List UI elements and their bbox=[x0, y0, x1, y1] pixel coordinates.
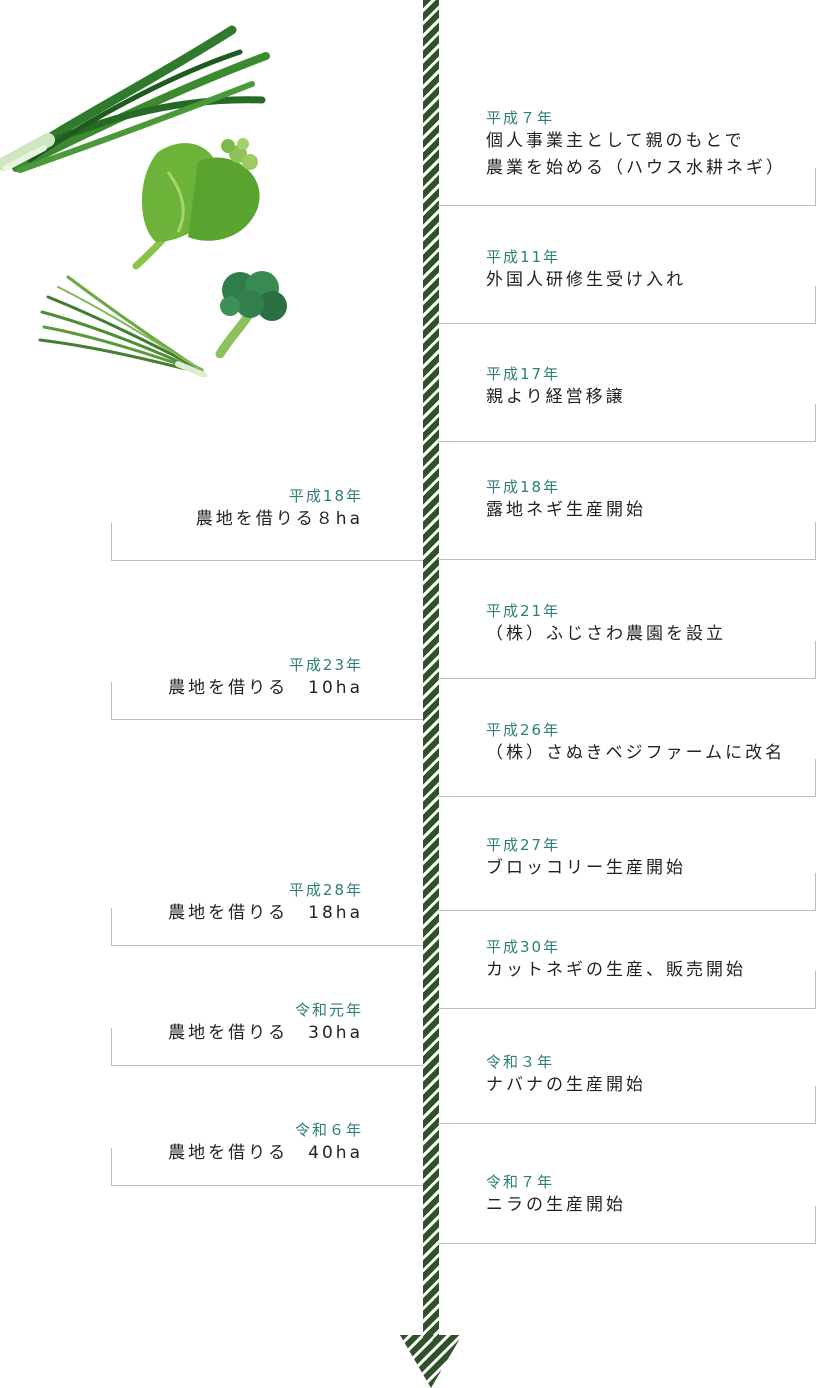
green-onion-icon bbox=[0, 25, 270, 173]
divider bbox=[438, 910, 816, 911]
entry-text: 農地を借りる 30ha bbox=[168, 1023, 363, 1043]
broccoli-icon bbox=[215, 271, 287, 358]
entry-year: 令和６年 bbox=[294, 1121, 363, 1139]
entry-text: ブロッコリー生産開始 bbox=[486, 858, 686, 878]
entry-year: 令和７年 bbox=[486, 1173, 555, 1191]
entry-text: ナバナの生産開始 bbox=[486, 1075, 646, 1095]
entry-text: （株）ふじさわ農園を設立 bbox=[486, 624, 726, 644]
divider bbox=[438, 678, 816, 679]
timeline-entry-right: 平成11年 外国人研修生受け入れ bbox=[438, 247, 816, 324]
divider bbox=[438, 1123, 816, 1124]
entry-text: 農業を始める（ハウス水耕ネギ） bbox=[486, 158, 786, 178]
timeline-entry-right: 平成30年 カットネギの生産、販売開始 bbox=[438, 937, 816, 1009]
entry-year: 平成30年 bbox=[486, 938, 561, 956]
divider bbox=[111, 560, 423, 561]
entry-year: 平成11年 bbox=[486, 248, 561, 266]
divider bbox=[438, 323, 816, 324]
divider bbox=[438, 205, 816, 206]
timeline-entry-left: 平成28年 農地を借りる 18ha bbox=[111, 880, 423, 946]
timeline-entry-right: 平成26年 （株）さぬきベジファームに改名 bbox=[438, 720, 816, 797]
divider bbox=[438, 1243, 816, 1244]
entry-year: 平成17年 bbox=[486, 365, 561, 383]
timeline-entry-right: 令和３年 ナバナの生産開始 bbox=[438, 1052, 816, 1124]
timeline-entry-left: 平成23年 農地を借りる 10ha bbox=[111, 655, 423, 720]
divider-tick bbox=[111, 1148, 112, 1186]
divider-tick bbox=[111, 523, 112, 561]
garlic-chives-icon bbox=[38, 275, 207, 377]
entry-text: 個人事業主として親のもとで bbox=[486, 131, 745, 151]
entry-text: 親より経営移譲 bbox=[486, 387, 626, 407]
entry-year: 平成26年 bbox=[486, 721, 561, 739]
entry-text: ニラの生産開始 bbox=[486, 1195, 626, 1215]
divider-tick bbox=[111, 908, 112, 946]
entry-text: 露地ネギ生産開始 bbox=[486, 500, 646, 520]
timeline-entry-left: 令和６年 農地を借りる 40ha bbox=[111, 1120, 423, 1186]
entry-year: 平成28年 bbox=[288, 881, 363, 899]
napa-greens-icon bbox=[132, 138, 260, 270]
timeline-entry-right: 平成27年 ブロッコリー生産開始 bbox=[438, 835, 816, 911]
entry-text: 農地を借りる８ha bbox=[195, 509, 363, 529]
timeline-entry-right: 令和７年 ニラの生産開始 bbox=[438, 1172, 816, 1244]
divider bbox=[111, 1185, 423, 1186]
entry-year: 平成18年 bbox=[486, 478, 561, 496]
entry-text: 外国人研修生受け入れ bbox=[486, 270, 686, 290]
divider bbox=[438, 796, 816, 797]
arrow-head-icon bbox=[400, 1335, 462, 1388]
timeline-axis bbox=[423, 0, 439, 1340]
entry-year: 平成27年 bbox=[486, 836, 561, 854]
timeline-entry-left: 平成18年 農地を借りる８ha bbox=[111, 486, 423, 561]
divider-tick bbox=[111, 682, 112, 720]
entry-year: 令和元年 bbox=[294, 1001, 363, 1019]
timeline-entry-right: 平成17年 親より経営移譲 bbox=[438, 364, 816, 442]
divider bbox=[111, 1065, 423, 1066]
entry-text: 農地を借りる 10ha bbox=[168, 678, 363, 698]
divider bbox=[438, 1008, 816, 1009]
timeline-entry-right: 平成７年 個人事業主として親のもとで 農業を始める（ハウス水耕ネギ） bbox=[438, 108, 816, 206]
divider bbox=[438, 441, 816, 442]
divider bbox=[438, 559, 816, 560]
timeline-entry-left: 令和元年 農地を借りる 30ha bbox=[111, 1000, 423, 1066]
entry-year: 平成23年 bbox=[288, 656, 363, 674]
entry-year: 令和３年 bbox=[486, 1053, 555, 1071]
entry-year: 平成18年 bbox=[288, 487, 363, 505]
entry-year: 平成７年 bbox=[486, 109, 555, 127]
divider bbox=[111, 945, 423, 946]
entry-text: （株）さぬきベジファームに改名 bbox=[486, 743, 786, 763]
timeline-entry-right: 平成21年 （株）ふじさわ農園を設立 bbox=[438, 601, 816, 679]
divider-tick bbox=[111, 1028, 112, 1066]
entry-text: 農地を借りる 18ha bbox=[168, 903, 363, 923]
entry-text: カットネギの生産、販売開始 bbox=[486, 960, 746, 980]
entry-year: 平成21年 bbox=[486, 602, 561, 620]
timeline-entry-right: 平成18年 露地ネギ生産開始 bbox=[438, 477, 816, 560]
entry-text: 農地を借りる 40ha bbox=[168, 1143, 363, 1163]
divider bbox=[111, 719, 423, 720]
